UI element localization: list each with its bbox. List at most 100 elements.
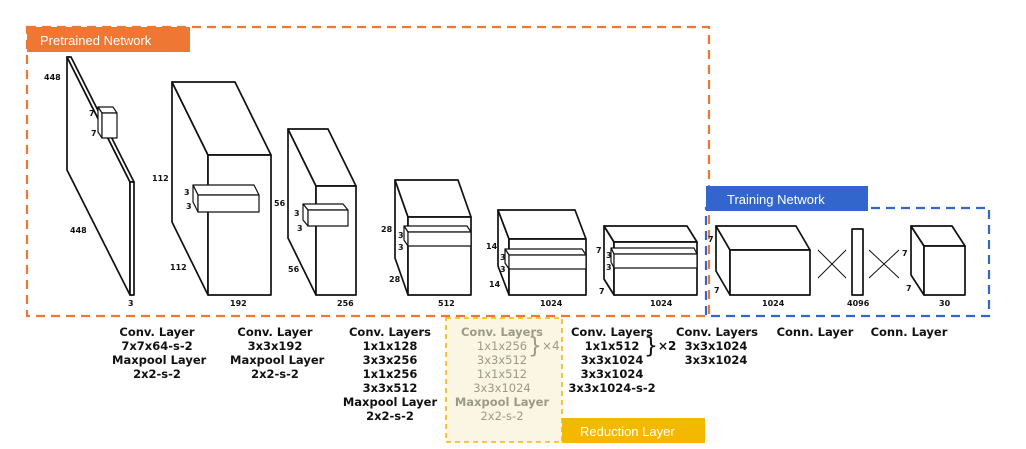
conv-block-5-kernel: [504, 248, 587, 270]
conv4-width-label: 28: [389, 275, 401, 284]
caption-line: Maxpool Layer: [454, 395, 550, 409]
input-kernel-label-b: 7: [91, 129, 97, 138]
caption-line: 3x3x512: [362, 381, 418, 395]
caption-line: 3x3x1024: [684, 339, 748, 353]
caption-line: 1x1x512: [476, 367, 528, 381]
conv4-height-label: 28: [381, 225, 393, 234]
caption-line: Conv. Layers: [676, 325, 759, 339]
conv-block-4-kernel: [403, 225, 472, 247]
caption-line: Conv. Layers: [570, 325, 653, 339]
caption-line: 3x3x1024: [580, 353, 644, 367]
conv3-kernel-label-b: 3: [297, 224, 303, 233]
caption-line: Conv. Layers: [348, 325, 431, 339]
conv5-kernel-label-b: 3: [500, 265, 506, 274]
conv-block-6-kernel: [610, 247, 698, 269]
fc-connections-1: [817, 249, 847, 279]
caption-line: Conn. Layer: [870, 325, 948, 339]
reduction-layer-label: Reduction Layer: [580, 424, 675, 439]
caption-line: 1x1x256: [476, 339, 528, 353]
caption-conn-layer-2: Conn. Layer: [866, 325, 952, 339]
pretrained-network-box: [25, 25, 711, 318]
caption-line: 3x3x1024: [684, 353, 748, 367]
caption-line: 3x3x1024: [473, 381, 531, 395]
conv7-width-label: 7: [714, 286, 720, 295]
caption-line: Conv. Layers: [460, 325, 543, 339]
caption-conv-layers-5: Conv. Layers 1x1x512 3x3x1024 3x3x1024 3…: [566, 325, 658, 395]
caption-line: Conv. Layer: [119, 325, 195, 339]
conv3-kernel-label-a: 3: [294, 209, 300, 218]
caption-line: 3x3x1024: [580, 367, 644, 381]
conv3-height-label: 56: [274, 199, 286, 208]
caption-line: 7x7x64-s-2: [121, 339, 193, 353]
caption-line: Maxpool Layer: [230, 353, 325, 367]
conv-block-2: [171, 81, 272, 296]
multiplier-text: ×4: [542, 339, 560, 353]
caption-conv-layer-2: Conv. Layer 3x3x192 Maxpool Layer 2x2-s-…: [230, 325, 325, 381]
conv5-depth-label: 1024: [540, 299, 563, 308]
conv6-height-label: 7: [596, 246, 602, 255]
caption-line: Conn. Layer: [776, 325, 854, 339]
conv2-kernel-label-a: 3: [184, 188, 190, 197]
reduction-layer-badge: [562, 418, 705, 443]
conv-block-3-kernel: [302, 203, 349, 227]
conv7-height-label: 7: [708, 235, 714, 244]
output-height-label: 7: [902, 249, 908, 258]
caption-line: 2x2-s-2: [251, 367, 299, 381]
conv2-height-label: 112: [152, 174, 169, 183]
training-network-badge: [706, 186, 868, 211]
reduction-layer-box: [445, 317, 563, 443]
fc-layer-4096: [851, 228, 864, 296]
conv-block-2-kernel: [192, 184, 260, 213]
conv2-depth-label: 192: [230, 299, 247, 308]
caption-conv-layers-4: Conv. Layers 1x1x256 3x3x512 1x1x512 3x3…: [452, 325, 552, 423]
conv4-kernel-label-a: 3: [398, 231, 404, 240]
caption-line: 1x1x128: [362, 339, 418, 353]
caption-line: 2x2-s-2: [480, 409, 524, 423]
caption-line: Maxpool Layer: [342, 395, 438, 409]
conv5-width-label: 14: [489, 280, 501, 289]
fc-size-label: 4096: [847, 299, 870, 308]
input-depth-label: 3: [128, 299, 134, 308]
conv4-depth-label: 512: [438, 299, 455, 308]
caption-line: Conv. Layer: [237, 325, 313, 339]
input-kernel-7x7: [97, 106, 118, 139]
caption-line: 3x3x512: [476, 353, 528, 367]
conv6-kernel-label-b: 3: [606, 263, 612, 272]
conv6-kernel-label-a: 3: [606, 251, 612, 260]
caption-line: 2x2-s-2: [366, 409, 414, 423]
fc-connections-2: [868, 249, 900, 279]
training-network-label: Training Network: [727, 192, 825, 207]
caption-line: 3x3x1024-s-2: [568, 381, 656, 395]
conv3-depth-label: 256: [337, 299, 354, 308]
repeat-multiplier-4: }×4: [528, 334, 560, 359]
caption-line: 3x3x256: [362, 353, 418, 367]
caption-line: Maxpool Layer: [112, 353, 207, 367]
conv2-kernel-label-b: 3: [186, 202, 192, 211]
repeat-multiplier-2: }×2: [644, 334, 676, 359]
pretrained-network-badge: [27, 27, 190, 52]
brace-glyph: }: [644, 334, 658, 359]
pretrained-network-label: Pretrained Network: [40, 33, 152, 48]
output-width-label: 7: [906, 284, 912, 293]
conv-block-7: [715, 225, 811, 296]
caption-line: 1x1x512: [584, 339, 640, 353]
input-image-block: [66, 56, 135, 296]
caption-conv-layer-1: Conv. Layer 7x7x64-s-2 Maxpool Layer 2x2…: [112, 325, 207, 381]
conv2-width-label: 112: [170, 263, 187, 272]
conv6-width-label: 7: [599, 287, 605, 296]
conv7-depth-label: 1024: [762, 299, 785, 308]
conv5-kernel-label-a: 3: [500, 253, 506, 262]
caption-line: 2x2-s-2: [133, 367, 181, 381]
input-height-label: 448: [44, 73, 61, 82]
brace-glyph: }: [528, 334, 542, 359]
conv6-depth-label: 1024: [650, 299, 673, 308]
caption-line: 3x3x192: [247, 339, 303, 353]
multiplier-text: ×2: [658, 339, 677, 353]
input-kernel-label-a: 7: [89, 109, 95, 118]
caption-conv-layers-6: Conv. Layers 3x3x1024 3x3x1024: [676, 325, 759, 367]
output-depth-label: 30: [939, 299, 951, 308]
caption-conv-layers-3: Conv. Layers 1x1x128 3x3x256 1x1x256 3x3…: [340, 325, 440, 423]
conv5-height-label: 14: [486, 242, 498, 251]
